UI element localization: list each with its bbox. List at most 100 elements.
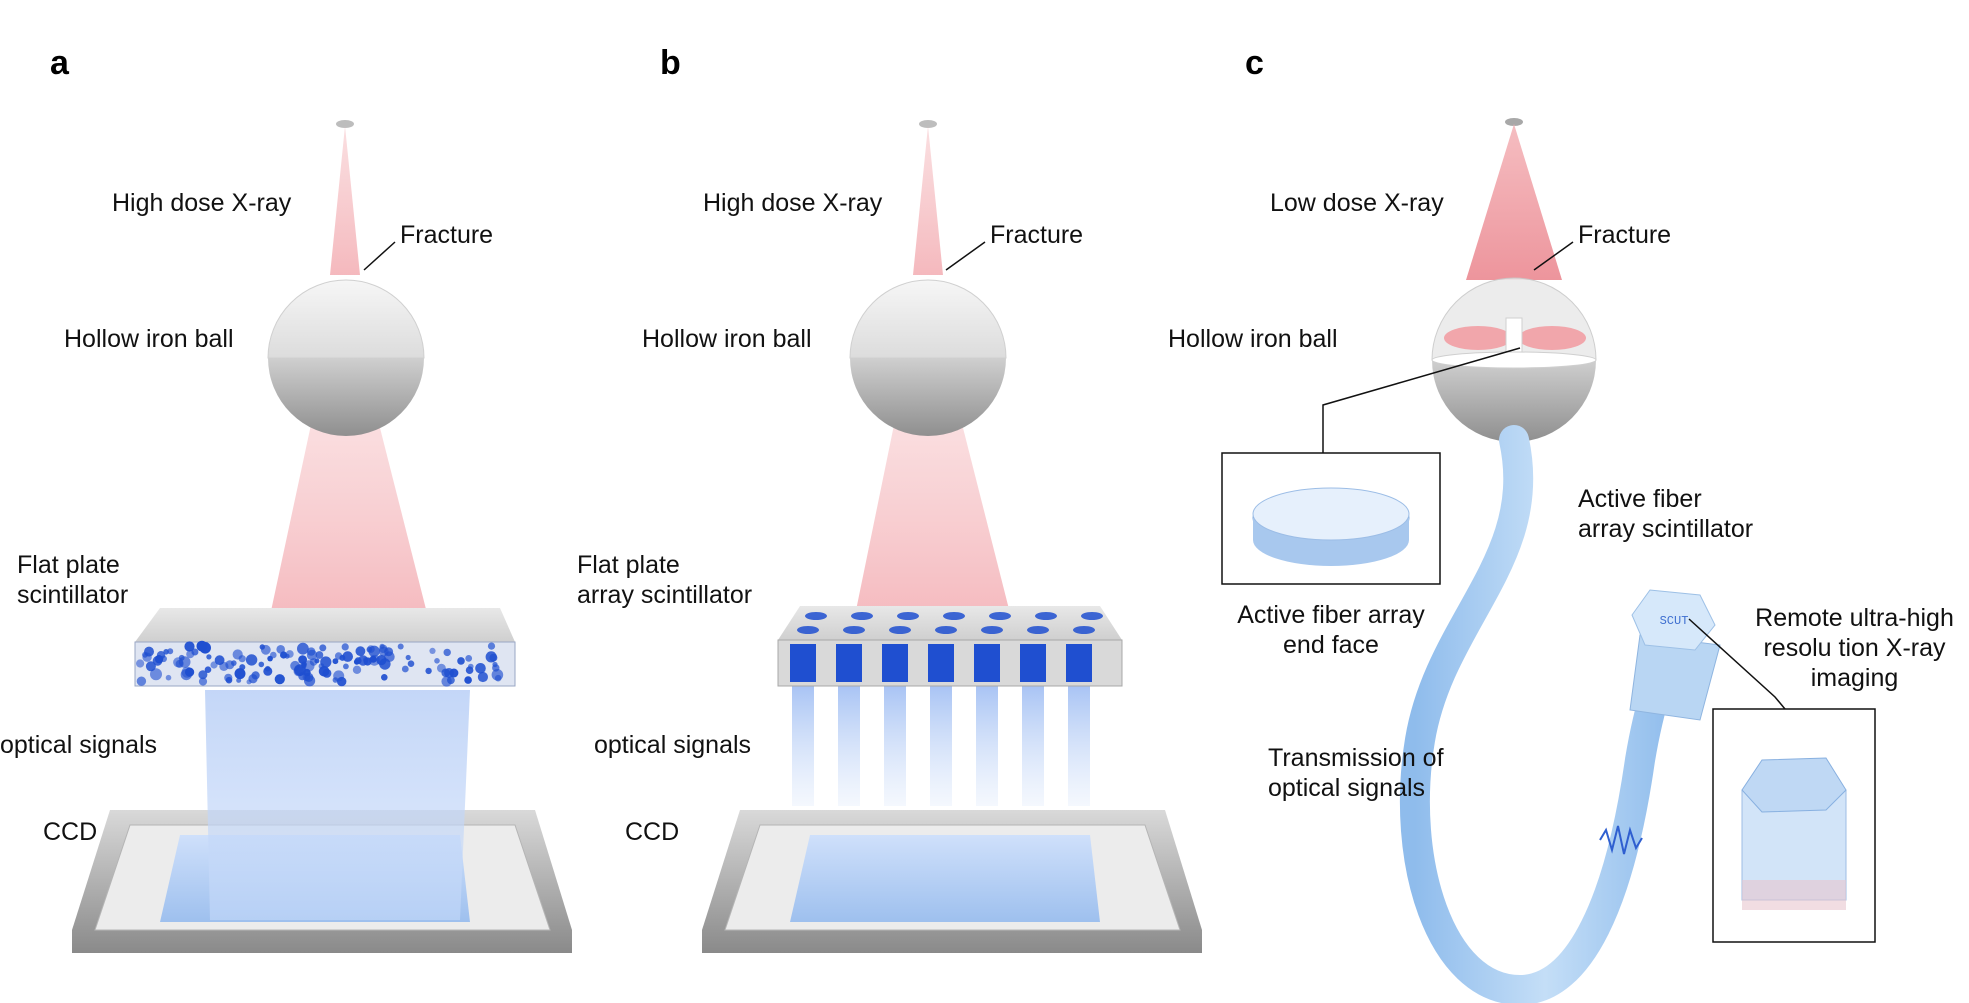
label-ball-b: Hollow iron ball: [642, 325, 812, 353]
array-cell-top: [1073, 626, 1095, 634]
panel-a-artwork: [72, 120, 572, 953]
array-cell: [974, 644, 1000, 682]
label-transmission-line1: Transmission of: [1268, 744, 1444, 772]
scintillator-particle: [298, 655, 307, 664]
scintillator-particle: [263, 666, 273, 676]
fiber-tip: SCUT: [1629, 589, 1721, 721]
array-cell-top: [989, 612, 1011, 620]
fracture-leader-c: [1533, 241, 1574, 271]
scintillator-particle: [369, 654, 380, 666]
scintillator-particle: [315, 651, 324, 659]
scintillator-particle: [280, 651, 288, 659]
light-pillar: [1022, 686, 1044, 806]
array-cell: [1066, 644, 1092, 682]
scintillator-particle: [173, 657, 184, 668]
label-scintillator-b-line2: array scintillator: [577, 581, 753, 609]
xray-beam-upper: [913, 126, 943, 275]
chip-ccd: [702, 810, 1202, 953]
light-pillar: [884, 686, 906, 806]
scintillator-particle: [163, 649, 169, 655]
scintillator-particle: [136, 659, 145, 668]
scintillator-particle: [185, 667, 195, 677]
scintillator-particle: [260, 644, 271, 655]
array-cell-top: [981, 626, 1003, 634]
scintillator-particles: [136, 640, 504, 687]
scintillator-particle: [343, 663, 349, 670]
label-remote-line2: resolu tion X-ray: [1763, 634, 1946, 662]
scintillator-particle: [332, 677, 339, 683]
scintillator-particle: [341, 643, 349, 651]
scintillator-particle: [401, 665, 409, 673]
scintillator-particle: [142, 651, 148, 658]
scintillator-array-cells: [790, 612, 1103, 682]
scintillator-particle: [301, 663, 307, 669]
scintillator-particle: [475, 663, 486, 674]
flat-plate-scintillator: [134, 608, 516, 687]
scintillator-particle: [425, 667, 432, 675]
label-scintillator-a-line1: Flat plate: [17, 551, 120, 579]
fracture-leader-b: [945, 241, 986, 271]
scintillator-particle: [145, 661, 156, 672]
scintillator-particle: [156, 651, 166, 660]
array-cell-top: [935, 626, 957, 634]
label-ball-c: Hollow iron ball: [1168, 325, 1338, 353]
scintillator-particle: [150, 668, 162, 681]
array-cell-top: [797, 626, 819, 634]
scintillator-particle: [136, 676, 147, 686]
array-cell-top: [889, 626, 911, 634]
fiber-tip-text: SCUT: [1660, 614, 1689, 628]
scintillator-particle: [210, 661, 218, 669]
label-optical-a: optical signals: [0, 731, 158, 759]
array-cell: [882, 644, 908, 682]
scintillator-particle: [464, 676, 472, 684]
scintillator-particle: [322, 668, 332, 678]
leader-lines: [1322, 347, 1786, 710]
hollow-iron-ball: [1431, 277, 1597, 442]
scintillator-particle: [297, 642, 309, 655]
array-cell-top: [1035, 612, 1057, 620]
label-fiber-line2: array scintillator: [1578, 515, 1754, 543]
scintillator-particle: [465, 666, 474, 674]
array-cell: [928, 644, 954, 682]
light-pillar: [1068, 686, 1090, 806]
xray-source: [919, 120, 937, 128]
label-scintillator-a-line2: scintillator: [17, 581, 129, 609]
label-remote-line1: Remote ultra-high: [1755, 604, 1954, 632]
panel-c-artwork: SCUT: [1221, 118, 1876, 1003]
scintillator-particle: [429, 647, 436, 655]
hollow-iron-ball: [849, 279, 1007, 436]
panel-letter-c: c: [1245, 44, 1264, 82]
scintillator-particle: [457, 657, 465, 665]
xray-beam-lower: [268, 420, 430, 625]
label-ccd-a: CCD: [43, 818, 98, 846]
scintillator-particle: [353, 659, 360, 665]
scintillator-particle: [165, 674, 172, 681]
fiber-signal-wave: [1599, 825, 1643, 855]
array-cell-top: [943, 612, 965, 620]
scintillator-particle: [368, 645, 380, 657]
scintillator-particle: [276, 645, 286, 654]
scintillator-particle: [379, 643, 385, 649]
scintillator-particle: [270, 651, 277, 659]
array-cell: [836, 644, 862, 682]
label-xray-c: Low dose X-ray: [1270, 189, 1444, 217]
scintillator-particle: [238, 655, 246, 663]
scintillator-particle: [384, 651, 395, 662]
label-remote-line3: imaging: [1810, 664, 1899, 692]
label-transmission-line2: optical signals: [1268, 774, 1426, 802]
scintillator-particle: [198, 670, 208, 680]
label-endface-line2: end face: [1283, 631, 1379, 659]
label-scintillator-b-line1: Flat plate: [577, 551, 680, 579]
scintillator-particle: [487, 642, 496, 650]
light-pillar: [976, 686, 998, 806]
label-ccd-b: CCD: [625, 818, 680, 846]
panel-letter-b: b: [660, 44, 681, 82]
scintillator-particle: [274, 674, 285, 685]
label-xray-a: High dose X-ray: [112, 189, 292, 217]
scintillator-particle: [443, 648, 451, 657]
light-pillar: [838, 686, 860, 806]
label-ball-a: Hollow iron ball: [64, 325, 234, 353]
fracture-leader-a: [363, 241, 396, 271]
scintillator-particle: [334, 652, 343, 660]
